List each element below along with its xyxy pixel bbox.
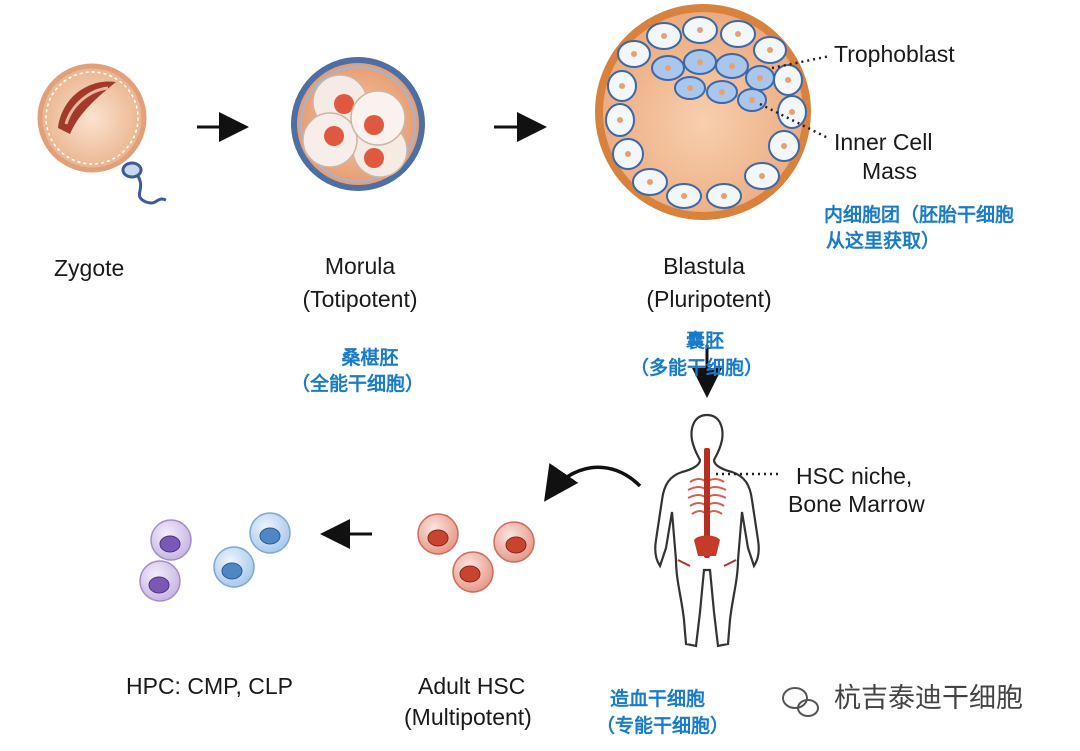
blastula-label: Blastula xyxy=(663,253,745,279)
arrow-body-to-adult-hsc xyxy=(544,463,642,502)
hsc-cell xyxy=(493,521,535,563)
bone-marrow-label: Bone Marrow xyxy=(788,491,925,517)
adult-hsc-potency: (Multipotent) xyxy=(404,704,532,730)
adult-hsc-cn-name: 造血干细胞 xyxy=(610,688,706,710)
hpc-label: HPC: CMP, CLP xyxy=(126,673,294,699)
clp-cell xyxy=(249,512,291,554)
hsc-cell xyxy=(417,513,459,555)
adult-hsc-cn-potency: （专能干细胞） xyxy=(596,715,730,737)
morula-cn-potency: （全能干细胞） xyxy=(291,373,425,395)
wechat-icon xyxy=(782,687,819,717)
clp-cell xyxy=(213,546,255,588)
sperm-icon xyxy=(121,161,167,205)
blastula-cn-name: 囊胚 xyxy=(685,330,724,352)
adult-hsc-cells xyxy=(417,513,535,593)
zygote-illustration xyxy=(37,63,167,205)
hpc-cells xyxy=(139,512,291,602)
blastula-cn-potency: （多能干细胞） xyxy=(630,357,764,379)
blastula-illustration xyxy=(595,4,811,220)
adult-hsc-label: Adult HSC xyxy=(418,673,526,699)
morula-illustration xyxy=(291,57,425,191)
inner-cell-mass-label-2: Mass xyxy=(862,158,917,184)
inner-cell-mass-cn-2: 从这里获取） xyxy=(826,230,941,252)
watermark-text: 杭吉泰迪干细胞 xyxy=(834,683,1023,714)
morula-potency: (Totipotent) xyxy=(302,286,418,312)
cmp-cell xyxy=(150,519,192,561)
morula-cn-name: 桑椹胚 xyxy=(341,347,399,369)
hsc-cell xyxy=(452,551,494,593)
inner-cell-mass-cn-1: 内细胞团（胚胎干细胞 xyxy=(824,204,1015,226)
morula-label: Morula xyxy=(324,253,396,279)
blastula-potency: (Pluripotent) xyxy=(646,286,772,312)
inner-cell-mass-leader xyxy=(759,102,829,140)
trophoblast-leader xyxy=(771,54,831,70)
hsc-niche-label: HSC niche, xyxy=(796,463,913,489)
cmp-cell xyxy=(139,560,181,602)
zygote-label: Zygote xyxy=(54,255,125,281)
inner-cell-mass-label: Inner Cell xyxy=(834,129,933,155)
human-body-illustration xyxy=(654,413,760,648)
trophoblast-label: Trophoblast xyxy=(834,41,955,67)
